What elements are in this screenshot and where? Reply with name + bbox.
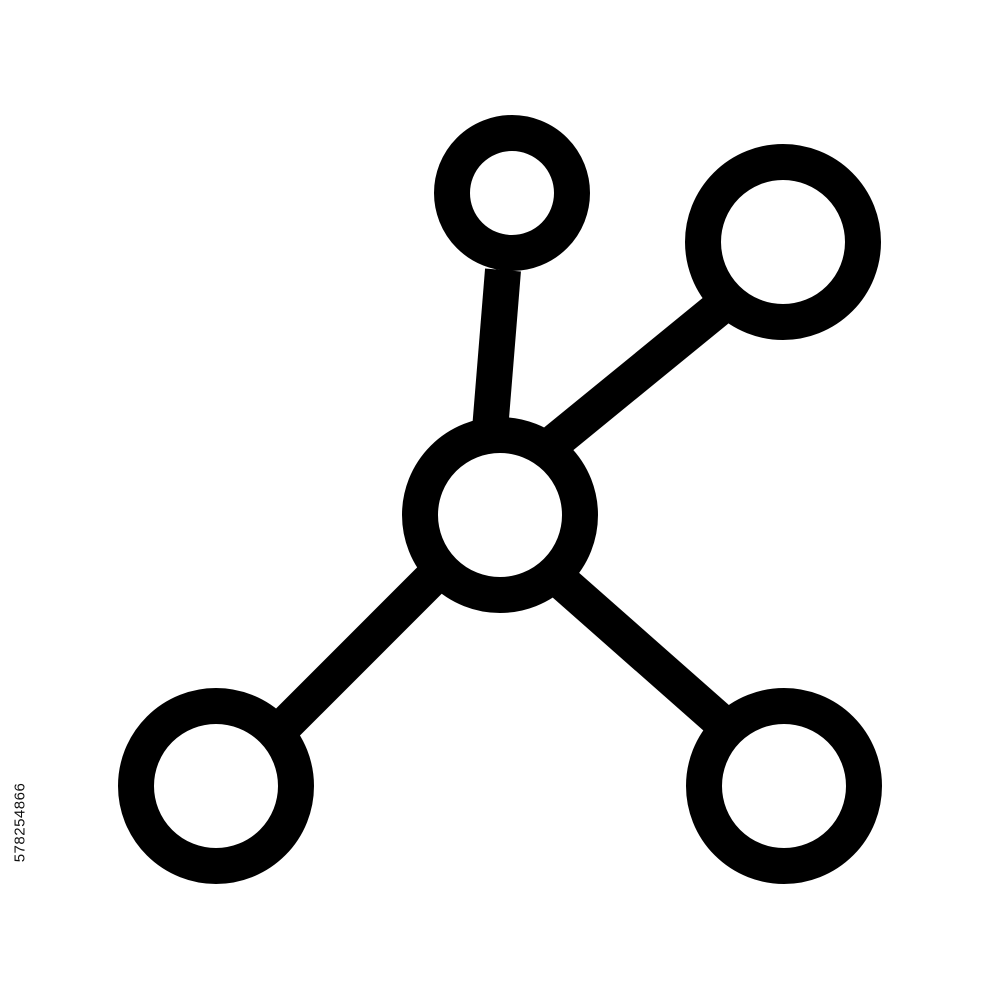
link-top-left xyxy=(472,268,521,432)
node-bottom-left xyxy=(118,688,314,884)
link-top-right xyxy=(533,289,737,464)
link-bottom-right xyxy=(548,566,742,744)
node-top-right xyxy=(685,144,881,340)
hub-node xyxy=(402,417,598,613)
stock-id-text: 578254866 xyxy=(11,782,29,862)
node-top-left xyxy=(434,115,590,271)
link-bottom-left xyxy=(267,557,453,743)
node-bottom-right xyxy=(686,688,882,884)
stock-id-label: 578254866 xyxy=(0,752,40,892)
